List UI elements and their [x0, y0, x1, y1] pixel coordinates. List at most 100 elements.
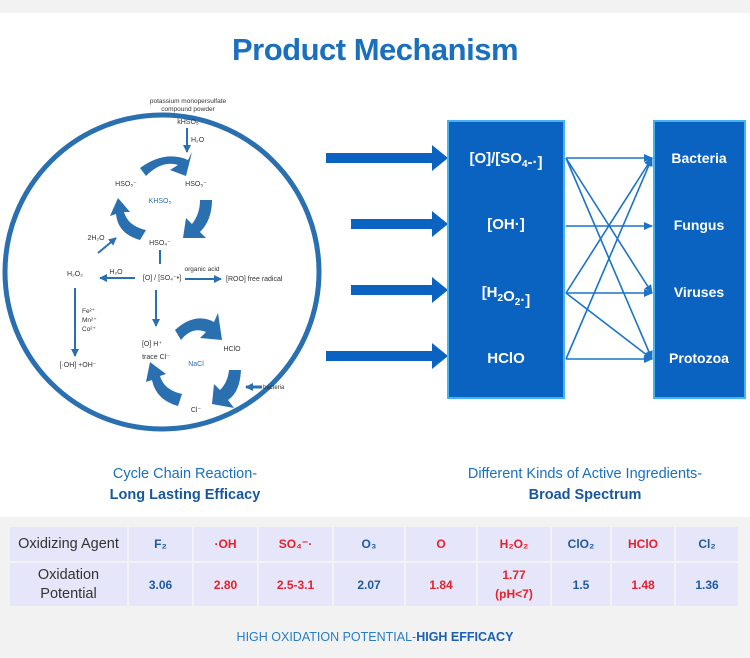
target-label-viruses: Viruses — [674, 284, 725, 300]
potential-note: (pH<7) — [495, 586, 533, 601]
agent-cell: HClO — [612, 527, 674, 561]
left-caption-line1: Cycle Chain Reaction- — [112, 466, 258, 482]
potential-value: 1.5 — [572, 577, 590, 592]
mechanism-diagram: potassium monopersulfate compound powder… — [2, 98, 746, 432]
lower-cycle-arrows — [146, 313, 241, 408]
ingredient-label: [O]/[SO4-·] — [469, 150, 542, 171]
potential-cell: 1.84 — [406, 563, 476, 606]
footer-tagline: HIGH OXIDATION POTENTIAL-HIGH EFFICACY — [0, 630, 750, 644]
agent-cell: H₂O₂ — [478, 527, 550, 561]
hso5-right: HSO₅⁻ — [185, 181, 207, 188]
potential-value: 2.5-3.1 — [276, 577, 315, 592]
cycle-circle — [2, 112, 322, 432]
potential-row-label: Oxidation Potential — [10, 563, 127, 606]
potential-row: Oxidation Potential 3.06 2.80 2.5-3.1 2.07 1… — [10, 563, 738, 606]
agent-cell: F₂ — [129, 527, 192, 561]
center-khso5: KHSO₅ — [149, 198, 172, 205]
radical: [O] / [SO₄⁻•] — [143, 275, 181, 282]
curved-arrow-icon — [212, 370, 241, 408]
agent-cell: O₃ — [334, 527, 404, 561]
mn: Mn²⁺ — [82, 317, 97, 324]
hclo-cycle: HClO — [223, 346, 241, 353]
potential-cell: 1.5 — [552, 563, 610, 606]
arrow-icon — [97, 237, 117, 254]
ingredient-label: HClO — [487, 350, 525, 367]
right-caption: Different Kinds of Active Ingredients- B… — [420, 464, 750, 506]
agent-row-label: Oxidizing Agent — [10, 527, 127, 561]
page-title: Product Mechanism — [231, 32, 519, 67]
potential-value: 2.07 — [357, 577, 381, 592]
curved-arrow-icon — [183, 200, 212, 238]
potential-cell: 2.5-3.1 — [259, 563, 332, 606]
arrow-right-icon — [326, 145, 448, 171]
arrow-right-icon — [351, 277, 448, 303]
agent-cell: Cl₂ — [676, 527, 738, 561]
potential-cell: 1.36 — [676, 563, 738, 606]
source-label-2: compound powder — [161, 106, 215, 113]
upper-cycle-arrows — [110, 152, 212, 240]
h2o2: H₂O₂ — [67, 271, 83, 278]
trace-cl: trace Cl⁻ — [142, 354, 170, 361]
potential-cell: 2.07 — [334, 563, 404, 606]
left-caption: Cycle Chain Reaction- Long Lasting Effic… — [60, 464, 310, 506]
organic-acid: organic acid — [184, 266, 219, 273]
right-caption-line2: Broad Spectrum — [528, 487, 642, 503]
potential-label-line1: Oxidation — [37, 566, 100, 583]
curved-arrow-icon — [140, 152, 192, 176]
ingredients-box — [447, 120, 565, 399]
ingredient-label: [H2O2·] — [482, 284, 531, 309]
cl-minus: Cl⁻ — [191, 407, 202, 414]
curved-arrow-icon — [146, 362, 182, 406]
potential-value: 3.06 — [148, 577, 173, 592]
connection-lines — [565, 154, 653, 363]
potential-cell: 1.77 (pH<7) — [478, 563, 550, 606]
targets-box — [653, 120, 746, 399]
water-top: H₂O — [191, 137, 205, 144]
agent-cell: O — [406, 527, 476, 561]
potential-label-line2: Potential — [40, 585, 97, 602]
connection-arrow — [565, 157, 653, 360]
oh-products: [·OH] +OH⁻ — [60, 362, 97, 369]
right-caption-line1: Different Kinds of Active Ingredients- — [467, 466, 703, 482]
feed-arrows — [326, 145, 448, 369]
co: Co²⁺ — [82, 326, 96, 333]
fe: Fe²⁺ — [82, 308, 96, 315]
source-label-1: potassium monopersulfate — [150, 98, 227, 105]
agent-cell: ClO₂ — [552, 527, 610, 561]
connection-arrow — [565, 157, 653, 294]
arrow-right-icon — [351, 211, 448, 237]
target-label-protozoa: Protozoa — [669, 350, 729, 366]
target-label-bacteria: Bacteria — [671, 150, 726, 166]
ingredient-labels: [O]/[SO4-·] [OH·] [H2O2·] HClO — [469, 150, 542, 367]
curved-arrow-icon — [175, 313, 222, 340]
top-bar — [0, 0, 750, 13]
left-caption-line2: Long Lasting Efficacy — [109, 487, 261, 503]
bacteria-input: bacteria — [263, 385, 285, 391]
potential-cell: 2.80 — [194, 563, 257, 606]
footer-bold: HIGH EFFICACY — [416, 630, 514, 644]
potential-value: 2.80 — [213, 577, 238, 592]
potential-value: 1.77 — [502, 567, 526, 582]
target-label-fungus: Fungus — [674, 217, 725, 233]
potential-value: 1.48 — [631, 577, 655, 592]
potential-value: 1.84 — [429, 577, 453, 592]
curved-arrow-icon — [110, 198, 146, 240]
o-h: [O] H⁺ — [142, 341, 162, 348]
potential-value: 1.36 — [695, 577, 719, 592]
agent-cell: ·OH — [194, 527, 257, 561]
arrow-right-icon — [326, 343, 448, 369]
ingredient-label: [OH·] — [487, 216, 525, 233]
roo: [ROO] free radical — [226, 276, 283, 283]
potential-cell: 3.06 — [129, 563, 192, 606]
water-mid: H₂O — [109, 269, 123, 276]
hso4: HSO₄⁻ — [149, 240, 171, 247]
khso5-top: kHSO₅ — [177, 119, 199, 126]
two-water: 2H₂O — [87, 235, 105, 242]
potential-cell: 1.48 — [612, 563, 674, 606]
footer-normal: HIGH OXIDATION POTENTIAL- — [236, 630, 417, 644]
hso5-left: HSO₅⁻ — [115, 181, 137, 188]
